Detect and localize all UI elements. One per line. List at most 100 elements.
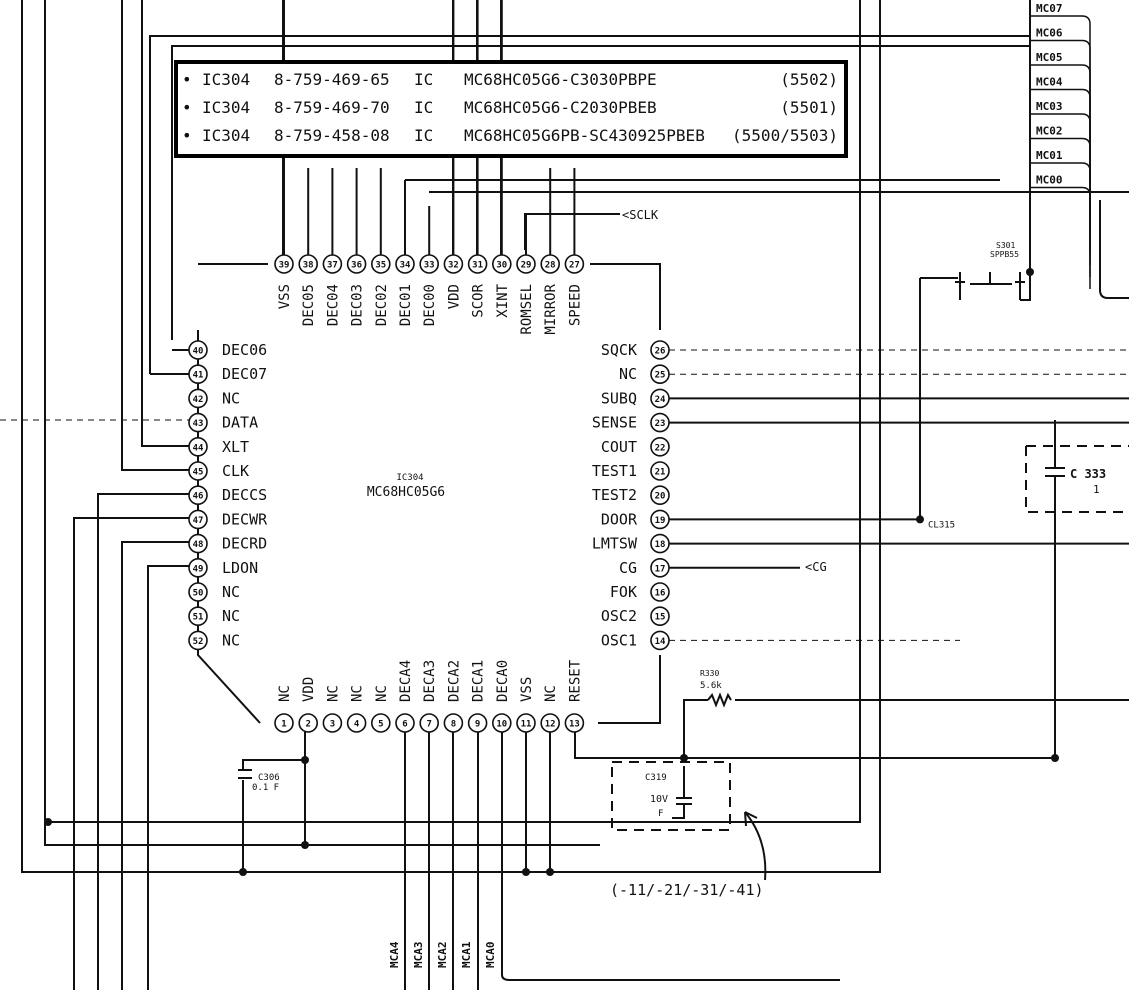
pin-circle (491, 713, 512, 733)
pin-41: 41 (188, 364, 208, 385)
pin-label-47: DECWR (222, 510, 268, 528)
c333-symbol (1045, 420, 1065, 758)
bus-wire-mc00 (1030, 186, 1091, 289)
parts-list-type: IC (414, 126, 434, 145)
pin-number: 42 (193, 395, 204, 405)
pin-13: 13 (564, 713, 585, 733)
pin-16: 16 (650, 582, 670, 602)
pin-label-42: NC (222, 389, 240, 407)
junction-dot (546, 868, 554, 876)
pin-circle (188, 606, 208, 627)
c319-box (611, 761, 731, 831)
pin-label-9: DECA1 (471, 660, 487, 702)
pin-44: 44 (188, 436, 208, 457)
pin-48: 48 (188, 533, 208, 554)
pin-23: 23 (650, 412, 670, 433)
c306-ref: C306 (258, 773, 280, 783)
pin-label-10: DECA0 (495, 660, 511, 702)
pin-33: 33 (419, 254, 440, 274)
pin-19: 19 (650, 509, 670, 530)
pin-label-35: DEC02 (374, 284, 390, 326)
pin-number: 50 (193, 589, 204, 599)
testpoint-label: CL315 (928, 520, 955, 530)
c319-symbol (672, 766, 692, 819)
pin-label-8: DECA2 (446, 660, 462, 702)
signal-sclk: <SCLK (622, 208, 659, 222)
signal-cg: <CG (805, 560, 827, 574)
junction-dot (239, 868, 247, 876)
pin-circle (322, 713, 343, 733)
pin-number: 30 (496, 261, 507, 271)
pin-label-30: XINT (495, 283, 511, 317)
pin-number: 13 (569, 720, 580, 730)
pin-circle (650, 509, 670, 530)
pin-12: 12 (540, 713, 561, 733)
pin-number: 46 (193, 492, 204, 502)
pin-number: 19 (655, 516, 666, 526)
pin-label-31: SCOR (471, 283, 487, 317)
pin-circle (370, 713, 391, 733)
pin-3: 3 (322, 713, 343, 733)
bus-label-mc00: MC00 (1036, 174, 1063, 187)
junction-dot (44, 818, 52, 826)
bus-label-mc01: MC01 (1036, 149, 1063, 162)
pin-number: 25 (655, 371, 666, 381)
pin-50: 50 (188, 582, 208, 602)
pin-label-43: DATA (222, 414, 258, 432)
ic-part: MC68HC05G6 (367, 485, 445, 500)
pin-label-20: TEST2 (592, 486, 637, 504)
wire-romsel-sclk (524, 213, 620, 250)
pin-6: 6 (395, 713, 415, 733)
pin-4: 4 (346, 713, 367, 733)
wire-vdd (48, 0, 861, 823)
pin-number: 48 (193, 540, 204, 550)
ic-outline (197, 263, 661, 724)
pin-circle (564, 713, 585, 733)
parts-list-type: IC (414, 70, 434, 89)
pin-label-32: VDD (446, 284, 462, 309)
pin-label-37: DEC04 (325, 284, 341, 326)
pin-number: 24 (655, 395, 666, 405)
pin-label-5: NC (374, 685, 390, 702)
pin-label-29: ROMSEL (519, 284, 535, 335)
pin-39: 39 (274, 254, 294, 274)
pin-number: 41 (193, 371, 204, 381)
pin-circle (564, 254, 585, 274)
c306-value: 0.1 F (252, 783, 279, 793)
pin-label-46: DECCS (222, 486, 267, 504)
pin-circle (298, 713, 319, 733)
pin-number: 39 (279, 261, 290, 271)
pin-circle (298, 254, 319, 274)
wire-vss (21, 0, 881, 873)
pin-number: 43 (193, 419, 204, 429)
pin-1: 1 (274, 713, 294, 733)
pin-label-13: RESET (567, 659, 583, 702)
pin-29: 29 (516, 254, 536, 274)
pin-number: 47 (193, 516, 204, 526)
pin-circle (650, 557, 670, 578)
c319-farad: F (658, 809, 663, 819)
pin-30: 30 (491, 254, 512, 274)
pin-circle (274, 254, 294, 274)
parts-list-models: (5502) (780, 70, 838, 89)
pin-label-50: NC (222, 583, 240, 601)
pin-circle (395, 254, 415, 274)
parts-list-ref: IC304 (202, 98, 251, 117)
bus-label-mca4: MCA4 (388, 941, 401, 968)
pin-circle (395, 713, 415, 733)
c333-value: 1 (1093, 483, 1100, 496)
pin-number: 16 (655, 589, 666, 599)
pin-circle (370, 254, 391, 274)
pin-number: 36 (351, 261, 362, 271)
pin-label-44: XLT (222, 438, 249, 456)
c306-symbol (238, 759, 305, 872)
pin-46: 46 (188, 485, 208, 506)
pin-circle (650, 461, 670, 481)
pin-circle (650, 412, 670, 433)
pin-label-3: NC (325, 685, 341, 702)
pin-label-39: VSS (277, 284, 293, 309)
pin-label-26: SQCK (601, 341, 637, 359)
